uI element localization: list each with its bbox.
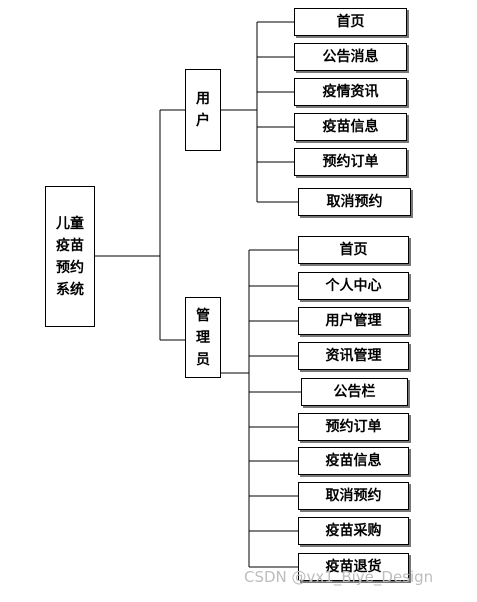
user-leaf-node: 取消预约 (298, 188, 411, 216)
user-branch-node: 用 户 (185, 69, 221, 151)
admin-leaf-node: 取消预约 (298, 482, 409, 510)
root-node: 儿童 疫苗 预约 系统 (45, 186, 95, 327)
admin-branch-label: 管 理 员 (196, 307, 210, 368)
admin-branch-node: 管 理 员 (185, 297, 221, 378)
user-leaf-node: 首页 (294, 8, 407, 36)
admin-leaf-node: 疫苗信息 (298, 447, 409, 475)
root-label: 儿童 疫苗 预约 系统 (56, 215, 84, 298)
watermark-text: CSDN @vx1_Biye_Design (244, 568, 434, 586)
admin-leaf-node: 预约订单 (298, 413, 409, 441)
admin-leaf-node: 疫苗退货 (298, 553, 409, 581)
user-leaf-node: 疫情资讯 (294, 78, 407, 106)
user-leaf-node: 疫苗信息 (294, 113, 407, 141)
admin-leaf-node: 资讯管理 (298, 342, 409, 370)
admin-leaf-node: 公告栏 (301, 378, 408, 406)
user-branch-label: 用 户 (196, 91, 210, 129)
admin-leaf-node: 疫苗采购 (298, 517, 409, 545)
user-leaf-node: 公告消息 (294, 43, 407, 71)
admin-leaf-node: 首页 (298, 236, 409, 264)
admin-leaf-node: 用户管理 (298, 307, 409, 335)
admin-leaf-node: 个人中心 (298, 272, 409, 300)
user-leaf-node: 预约订单 (294, 148, 407, 176)
